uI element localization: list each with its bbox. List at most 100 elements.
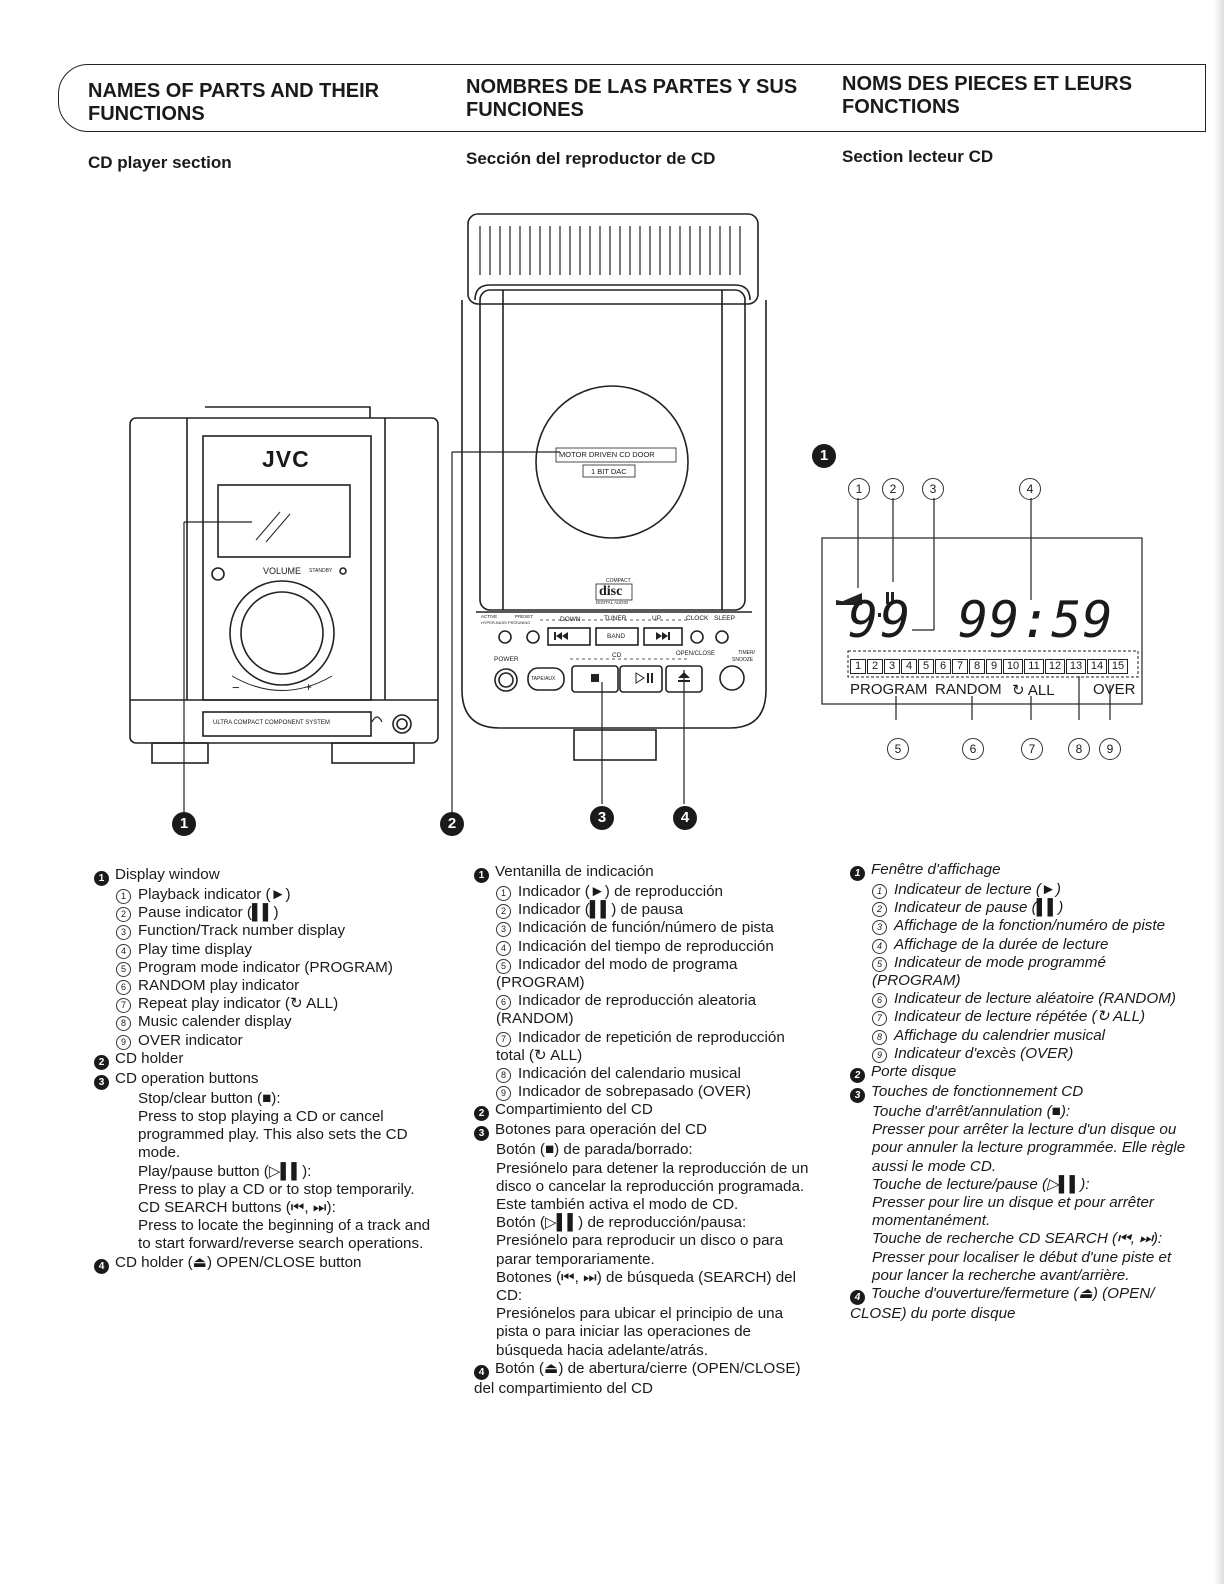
fr-repeat-indicator: Indicateur de lecture répétée (↻ ALL): [894, 1008, 1146, 1026]
fr-playback-indicator: Indicateur de lecture (►): [894, 881, 1061, 898]
callout-3: 3: [590, 806, 614, 830]
es-repeat-indicator: Indicador de repetición de reproducción …: [496, 1028, 785, 1064]
calendar-cell: 9: [986, 659, 1002, 674]
marker-4: 4: [850, 1290, 865, 1306]
marker-3: 3: [94, 1074, 109, 1090]
circled-9: 9: [872, 1047, 887, 1063]
tuning-label: TUNING: [515, 620, 531, 625]
es-open-close-button: Botón (⏏) de abertura/cierre (OPEN/CLOSE…: [474, 1359, 801, 1397]
fr-track-display: Affichage de la fonction/numéro de piste: [894, 917, 1166, 935]
marker-2: 2: [94, 1054, 109, 1070]
circled-5: 5: [872, 956, 887, 972]
fr-time-display: Affichage de la durée de lecture: [894, 935, 1109, 953]
en-repeat-indicator: Repeat play indicator (↻ ALL): [138, 995, 339, 1013]
en-stop-button-desc: Press to stop playing a CD or cancel pro…: [138, 1108, 408, 1162]
hyper-bass-label: HYPER-BASS PRO: [481, 620, 517, 625]
calendar-cell: 1: [850, 659, 866, 674]
volume-plus-label: +: [305, 680, 313, 694]
header-fr-line1: NOMS DES PIECES ET LEURS: [842, 73, 1133, 95]
marker-2: 2: [474, 1106, 489, 1122]
circled-2: 2: [872, 902, 887, 918]
circled-4: 4: [872, 938, 887, 954]
en-track-display: Function/Track number display: [138, 922, 346, 940]
circled-6: 6: [496, 995, 511, 1011]
es-display-window: Ventanilla de indicación: [495, 863, 654, 880]
calendar-cell: 6: [935, 659, 951, 674]
marker-3: 3: [474, 1126, 489, 1142]
circled-9: 9: [496, 1086, 511, 1102]
disc-sub-label: DIGITAL AUDIO: [596, 600, 629, 605]
circled-3: 3: [496, 922, 511, 938]
volume-label: VOLUME: [263, 566, 302, 576]
es-search-button-desc: Presiónelos para ubicar el principio de …: [496, 1305, 784, 1359]
disc-small-label: COMPACT: [606, 578, 631, 584]
marker-4: 4: [474, 1364, 489, 1380]
page-edge-shadow: [1214, 0, 1224, 1584]
display-callout-4: 4: [1019, 478, 1041, 500]
en-pause-indicator: Pause indicator (▌▌): [138, 904, 279, 922]
circled-5: 5: [116, 961, 131, 977]
en-cd-buttons: CD operation buttons: [115, 1069, 259, 1087]
fr-search-button-title: Touche de recherche CD SEARCH (⏮, ⏭):: [872, 1230, 1163, 1248]
subhead-es: Sección del reproductor de CD: [466, 149, 716, 168]
fr-calendar-display: Affichage du calendrier musical: [894, 1026, 1106, 1044]
down-label: DOWN: [560, 616, 581, 623]
display-callout-3: 3: [922, 478, 944, 500]
up-label: UP: [652, 615, 662, 622]
calendar-cell: 11: [1024, 659, 1044, 674]
display-callout-7: 7: [1021, 738, 1043, 760]
calendar-cell: 14: [1087, 659, 1107, 674]
tape-aux-label: TAPE/AUX: [531, 676, 556, 682]
header-es-line1: NOMBRES DE LAS PARTES Y SUS: [466, 76, 798, 98]
device-illustration: [129, 213, 767, 812]
circled-1: 1: [496, 886, 511, 901]
callout-1: 1: [172, 812, 196, 836]
standby-label: STANDBY: [309, 568, 333, 574]
sleep-label: SLEEP: [714, 615, 735, 622]
calendar-cell: 13: [1066, 659, 1086, 674]
calendar-cell: 3: [884, 659, 900, 674]
en-program-indicator: Program mode indicator (PROGRAM): [138, 958, 393, 976]
fr-program-indicator: Indicateur de mode programmé (PROGRAM): [872, 953, 1106, 990]
es-cd-buttons: Botones para operación del CD: [495, 1121, 707, 1139]
preset-label: PRESET: [515, 614, 534, 619]
es-time-display: Indicación del tiempo de reproducción: [518, 937, 774, 955]
circled-4: 4: [116, 943, 131, 959]
en-play-button-desc: Press to play a CD or to stop temporaril…: [138, 1180, 415, 1198]
es-play-button-desc: Presiónelo para reproducir un disco o pa…: [496, 1232, 784, 1268]
power-label: POWER: [494, 656, 519, 663]
header-en-line2: FUNCTIONS: [88, 103, 205, 125]
repeat-icon: ↻: [1012, 682, 1025, 699]
en-search-button-desc: Press to locate the beginning of a track…: [138, 1217, 431, 1253]
circled-3: 3: [116, 925, 131, 941]
disc-logo: disc: [599, 584, 623, 599]
random-indicator: RANDOM: [935, 681, 1002, 698]
active-label: ACTIVE: [481, 614, 498, 619]
header-fr-line2: FONCTIONS: [842, 96, 960, 118]
calendar-cell: 15: [1108, 659, 1128, 674]
es-stop-button-desc: Presiónelo para detener la reproducción …: [496, 1159, 809, 1214]
en-cd-holder: CD holder: [115, 1049, 184, 1067]
fr-open-close-button: Touche d'ouverture/fermeture (⏏) (OPEN/ …: [850, 1285, 1155, 1323]
circled-1: 1: [116, 889, 131, 904]
circled-4: 4: [496, 940, 511, 956]
track-number-display: 99: [848, 591, 913, 649]
es-program-indicator: Indicador del modo de programa (PROGRAM): [496, 955, 738, 992]
display-callout-6: 6: [962, 738, 984, 760]
marker-1: 1: [474, 868, 489, 883]
tuner-label: TUNER: [604, 615, 627, 622]
es-search-button-title: Botones (⏮, ⏭) de búsqueda (SEARCH) del …: [496, 1268, 797, 1305]
circled-7: 7: [116, 998, 131, 1014]
display-panel-figure: [821, 498, 1143, 720]
es-stop-button-title: Botón (■) de parada/borrado:: [496, 1141, 693, 1159]
marker-4: 4: [94, 1258, 109, 1274]
over-indicator: OVER: [1093, 681, 1136, 698]
fr-stop-button-desc: Presser pour arrêter la lecture d'un dis…: [872, 1121, 1186, 1175]
music-calendar: 1 2 3 4 5 6 7 8 9 10 11 12 13 14 15: [850, 659, 1128, 674]
circled-1: 1: [872, 884, 887, 899]
header-es: NOMBRES DE LAS PARTES Y SUS FUNCIONES: [466, 76, 797, 122]
calendar-cell: 12: [1045, 659, 1065, 674]
fr-cd-buttons: Touches de fonctionnement CD: [871, 1083, 1084, 1101]
en-display-window: Display window: [115, 866, 220, 883]
